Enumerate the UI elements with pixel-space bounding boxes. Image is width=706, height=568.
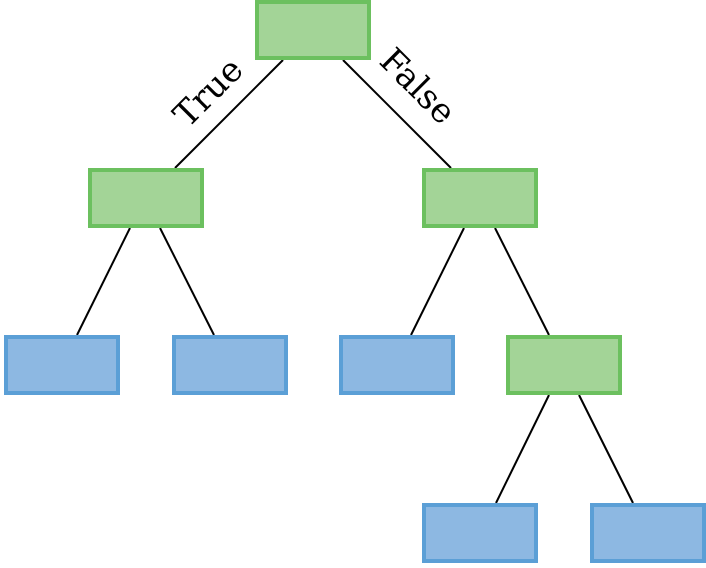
decision-node-right bbox=[422, 168, 538, 228]
false-branch-label: False bbox=[371, 41, 463, 133]
edge-left-to-left-leaf-2 bbox=[159, 227, 215, 336]
decision-node-root bbox=[255, 0, 371, 60]
leaf-node-right-leaf-1 bbox=[339, 335, 455, 395]
leaf-node-left-leaf-1 bbox=[4, 335, 120, 395]
edge-right-child-to-deep-leaf-1 bbox=[495, 394, 550, 504]
edge-left-to-left-leaf-1 bbox=[76, 227, 131, 336]
leaf-node-left-leaf-2 bbox=[172, 335, 288, 395]
edge-root-to-left bbox=[174, 59, 284, 169]
edge-root-to-right bbox=[342, 59, 452, 169]
decision-node-left bbox=[88, 168, 204, 228]
edge-right-to-right-child bbox=[494, 227, 550, 336]
leaf-node-deep-leaf-2 bbox=[590, 503, 706, 563]
edge-right-child-to-deep-leaf-2 bbox=[578, 394, 634, 504]
edge-right-to-right-leaf-1 bbox=[410, 227, 465, 336]
leaf-node-deep-leaf-1 bbox=[422, 503, 538, 563]
true-branch-label: True bbox=[166, 50, 252, 136]
decision-node-right-child bbox=[506, 335, 622, 395]
edges-layer bbox=[76, 59, 634, 504]
nodes-layer bbox=[4, 0, 706, 563]
